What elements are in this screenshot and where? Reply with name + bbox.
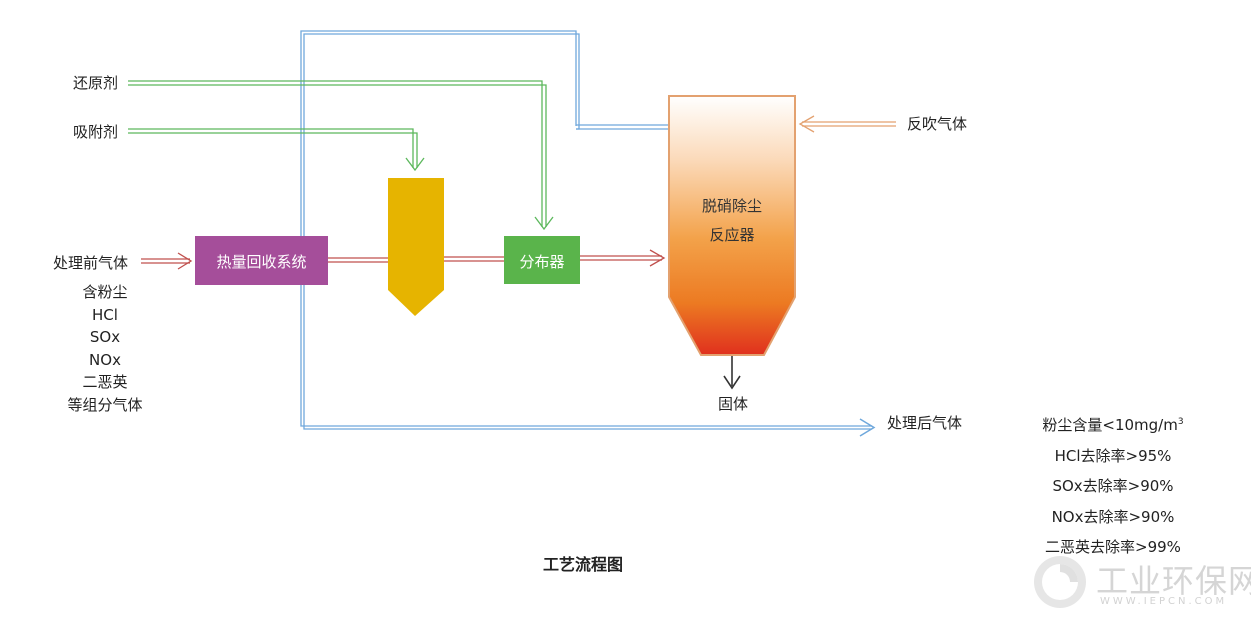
clean-gas-bypass-line: [300, 30, 872, 430]
distributor-box: [504, 236, 580, 284]
diagram-caption: 工艺流程图: [542, 555, 623, 574]
inlet-component: HCl: [92, 305, 118, 324]
removal-result: 二恶英去除率>99%: [1045, 538, 1181, 557]
performance-results-list: 粉尘含量<10mg/m3 HCl去除率>95% SOx去除率>90% NOx去除…: [1018, 410, 1208, 563]
backflush-line: [798, 115, 896, 133]
backflush-gas-label: 反吹气体: [907, 115, 968, 133]
inlet-component: 二恶英: [82, 373, 128, 391]
removal-result: NOx去除率>90%: [1051, 507, 1175, 526]
dust-content-text: 粉尘含量<10mg/m: [1042, 416, 1178, 434]
inlet-component: SOx: [89, 328, 121, 346]
heat-recovery-box: [195, 236, 328, 285]
cubic-superscript: 3: [1177, 417, 1184, 427]
reductant-label: 还原剂: [73, 74, 119, 92]
reactor-label-line2: 反应器: [709, 226, 755, 244]
distributor-label: 分布器: [519, 253, 565, 271]
heat-to-adsorber-line: [328, 257, 388, 263]
reactor-label-line1: 脱硝除尘: [701, 197, 762, 215]
inlet-gas-line: [141, 252, 193, 270]
watermark-url: WWW.IEPCN.COM: [1100, 596, 1228, 607]
inlet-component: 等组分气体: [67, 395, 143, 414]
inlet-gas-label: 处理前气体: [53, 254, 129, 272]
removal-result: SOx去除率>90%: [1052, 477, 1174, 496]
reductant-line: [128, 80, 554, 231]
outlet-gas-label: 处理后气体: [887, 414, 963, 432]
reactor-vessel: [668, 95, 796, 356]
distributor-to-reactor-line: [580, 249, 666, 267]
inlet-component: 含粉尘: [82, 283, 128, 301]
adsorbent-label: 吸附剂: [73, 123, 119, 141]
inlet-component: NOx: [89, 350, 121, 369]
watermark-name: 工业环保网: [1096, 562, 1251, 600]
outlet-gas-arrow: [859, 418, 876, 437]
removal-result: HCl去除率>95%: [1054, 446, 1172, 465]
solids-discharge-arrow: [723, 356, 741, 390]
watermark-logo-icon: [1034, 556, 1086, 608]
inlet-components-list: 含粉尘 HCl SOx NOx 二恶英 等组分气体: [40, 281, 170, 416]
adsorber-to-distributor-line: [444, 256, 504, 262]
heat-recovery-label: 热量回收系统: [216, 253, 307, 271]
adsorbent-line: [128, 128, 425, 172]
solids-label: 固体: [718, 395, 749, 413]
adsorber-vessel: [388, 178, 444, 316]
site-watermark: 工业环保网 WWW.IEPCN.COM: [1030, 552, 1251, 612]
dust-content-result: 粉尘含量<10mg/m3: [1018, 410, 1208, 441]
